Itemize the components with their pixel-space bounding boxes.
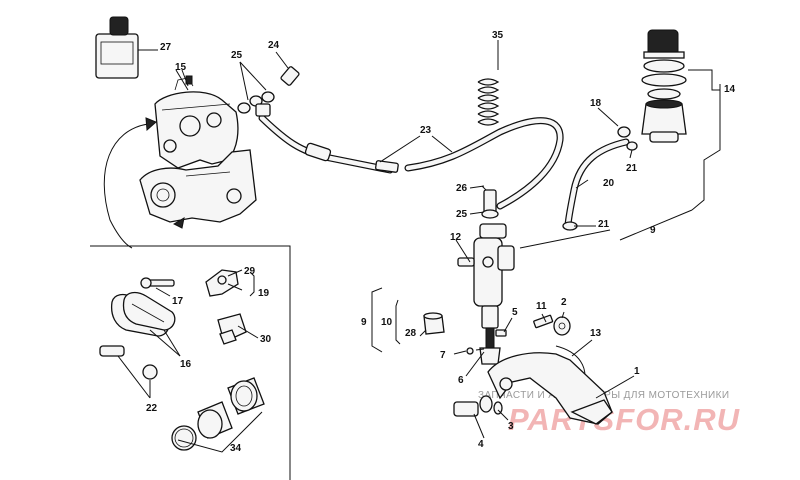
callout-28: 28 [405, 328, 417, 339]
callout-27: 27 [160, 42, 172, 53]
callout-2: 2 [561, 297, 567, 308]
callout-14: 14 [724, 84, 736, 95]
dust-boot-top [423, 312, 443, 320]
pad-clip [205, 269, 239, 297]
watermark-logo: PARTSFOR.RU [508, 402, 741, 437]
callout-19: 19 [258, 288, 270, 299]
callout-9-left: 9 [361, 317, 367, 328]
callout-26: 26 [456, 183, 468, 194]
pedal-pivot-bolt [453, 395, 503, 417]
upper-brake-hose [258, 114, 564, 210]
callout-numbers: 27 15 25 24 23 35 14 18 21 20 21 9 26 25… [146, 30, 736, 454]
leader-lines [117, 40, 721, 453]
reservoir-hose [562, 126, 638, 231]
callout-22: 22 [146, 403, 158, 414]
caliper-bracket [139, 149, 257, 229]
callout-17: 17 [172, 296, 184, 307]
bleed-screw-set [99, 345, 158, 380]
callout-20: 20 [603, 178, 615, 189]
small-fasteners [466, 329, 507, 355]
callout-35: 35 [492, 30, 504, 41]
callout-13: 13 [590, 328, 602, 339]
caliper-hose-loop [103, 123, 149, 249]
brake-fluid-reservoir [641, 29, 720, 143]
brake-pedal [487, 352, 613, 425]
brake-pad-kit [110, 291, 176, 337]
callout-10: 10 [381, 317, 393, 328]
pad-spring-plate [217, 313, 247, 345]
rear-master-cylinder [457, 189, 515, 365]
callout-5: 5 [512, 307, 518, 318]
callout-24: 24 [268, 40, 280, 51]
callout-12: 12 [450, 232, 462, 243]
callout-11: 11 [536, 301, 547, 312]
brake-fluid-bottle [95, 16, 158, 79]
pad-pin [140, 277, 175, 289]
callout-29: 29 [244, 266, 256, 277]
callout-34: 34 [230, 443, 242, 454]
callout-23: 23 [420, 125, 432, 136]
arrow-marker [145, 117, 157, 132]
pivot-bolt-and-bushing [533, 314, 571, 336]
callout-3: 3 [508, 421, 514, 432]
caliper-pistons [171, 377, 265, 451]
hose-spring [477, 46, 500, 126]
callout-4: 4 [478, 439, 484, 450]
callout-9-right: 9 [650, 225, 656, 236]
callout-30: 30 [260, 334, 272, 345]
callout-1: 1 [634, 366, 640, 377]
callout-18: 18 [590, 98, 602, 109]
callout-7: 7 [440, 350, 446, 361]
banjo-bolt-assembly [237, 66, 300, 117]
callout-21-lower: 21 [598, 219, 610, 230]
callout-15: 15 [175, 62, 187, 73]
panel-lines [90, 245, 291, 480]
callout-6: 6 [458, 375, 464, 386]
callout-25-lower: 25 [456, 209, 468, 220]
rear-brake-caliper [154, 69, 239, 169]
callout-16: 16 [180, 359, 192, 370]
callout-25-upper: 25 [231, 50, 243, 61]
callout-21-upper: 21 [626, 163, 638, 174]
